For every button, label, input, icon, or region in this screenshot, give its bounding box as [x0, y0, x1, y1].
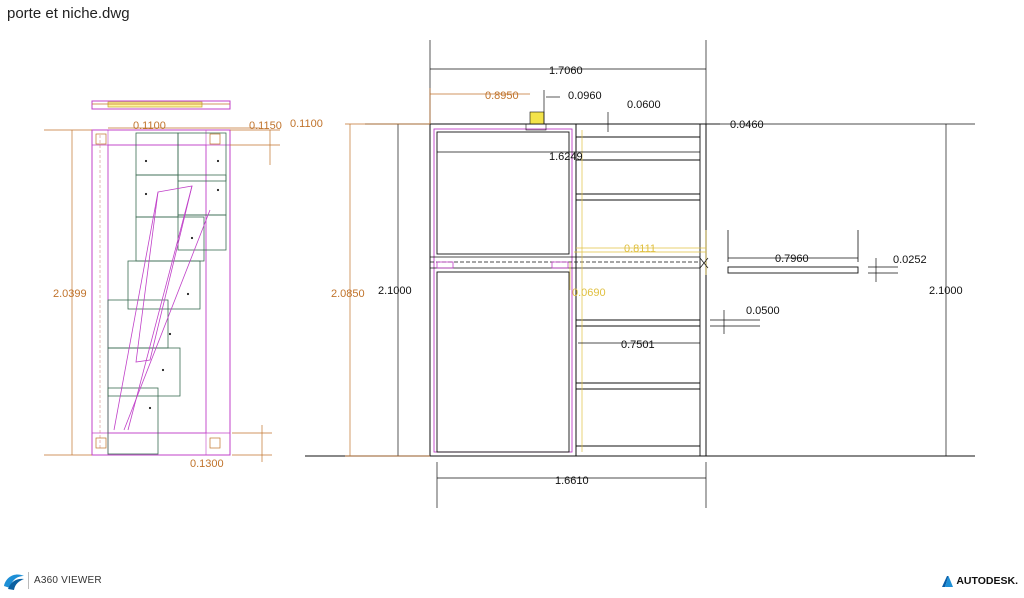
dim-shelf-inner: 0.7501 — [621, 339, 655, 351]
door-frame-outer — [91, 129, 231, 456]
file-title: porte et niche.dwg — [7, 5, 130, 22]
viewer-label: A360 VIEWER — [34, 575, 102, 586]
dim-main-top-a: 0.8950 — [485, 90, 519, 102]
main-elevation — [305, 111, 975, 457]
dim-main-right-gap: 0.0460 — [730, 119, 764, 131]
dim-shelf-gap: 0.0500 — [746, 305, 780, 317]
dim-mid-yellow-a: 0.8111 — [624, 243, 656, 255]
dim-left-height-a: 2.0399 — [53, 288, 87, 300]
dim-left-top-a: 0.1100 — [133, 120, 166, 132]
dim-left-top-b: 0.1150 — [249, 120, 282, 132]
dim-main-top-b: 0.0960 — [568, 90, 602, 102]
dim-main-height-left: 2.1000 — [378, 285, 412, 297]
dim-mid-yellow-b: 0.0690 — [572, 287, 606, 299]
dim-bottom-width: 1.6610 — [555, 475, 589, 487]
door-header — [91, 100, 231, 110]
door-header-fill — [107, 101, 203, 108]
main-dimensions — [397, 40, 947, 508]
footer-divider — [28, 572, 29, 589]
dim-left-height-b: 2.0850 — [331, 288, 365, 300]
a360-logo-icon — [4, 574, 24, 590]
dim-main-top-c: 0.0600 — [627, 99, 661, 111]
autodesk-brand: AUTODESK. — [942, 575, 1018, 587]
dim-right-height: 2.1000 — [929, 285, 963, 297]
dim-left-bottom: 0.1300 — [190, 458, 224, 470]
dim-main-width-total: 1.7060 — [549, 65, 583, 77]
dim-left-top-c: 0.1100 — [290, 118, 323, 130]
dim-shelf-thickness: 0.0252 — [893, 254, 927, 266]
dim-shelf-depth: 0.7960 — [775, 253, 809, 265]
dimension-labels: 0.1100 0.1150 0.1100 2.0399 2.0850 0.130… — [53, 65, 963, 487]
door-elevation — [91, 100, 231, 456]
autodesk-a-icon — [942, 575, 954, 587]
door-dimensions — [44, 103, 280, 462]
autodesk-label: AUTODESK. — [956, 575, 1018, 587]
dim-main-inner-width: 1.6249 — [549, 151, 583, 163]
